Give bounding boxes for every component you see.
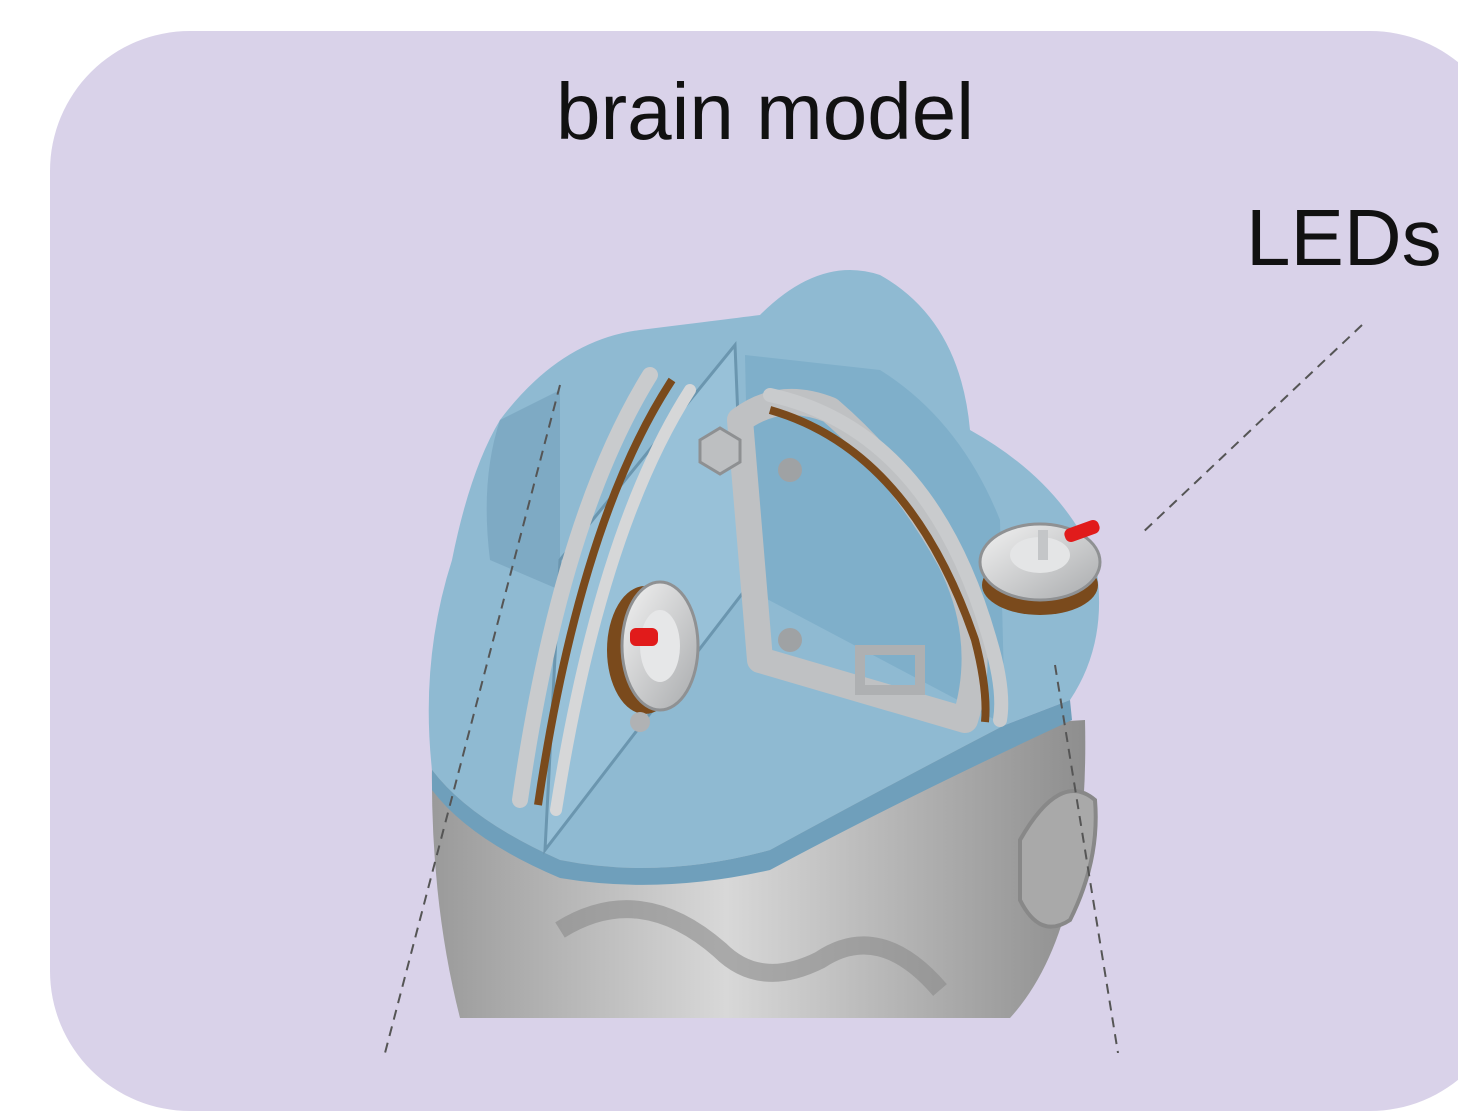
model-illustration [0, 0, 1458, 1053]
led-red-front [630, 628, 658, 646]
leds-pointer [1140, 325, 1362, 535]
nut [700, 428, 740, 474]
